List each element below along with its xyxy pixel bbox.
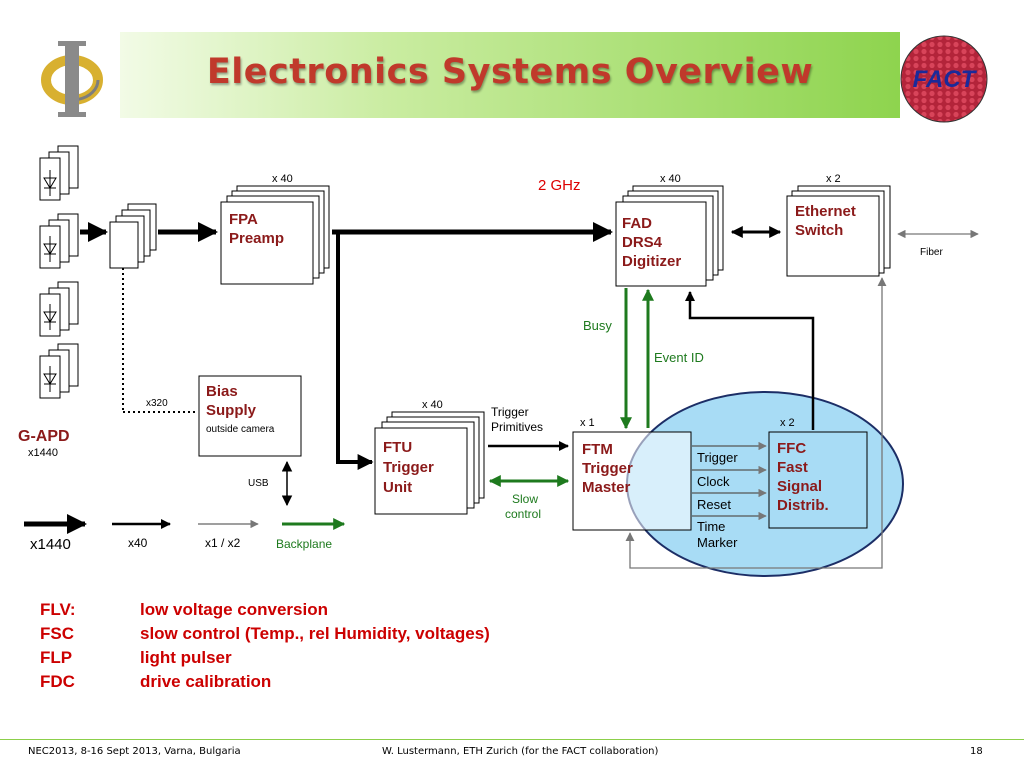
note-row: FLP light pulser — [40, 646, 490, 670]
signal-reset: Reset — [697, 497, 731, 512]
gapd-stack-3 — [39, 281, 79, 337]
note-text: light pulser — [140, 648, 232, 667]
note-abbr: FLV: — [40, 600, 76, 619]
ftu-title: FTU — [383, 439, 412, 456]
ftm-multiplicity: x 1 — [580, 417, 595, 429]
footer-author: W. Lustermann, ETH Zurich (for the FACT … — [382, 746, 659, 757]
ftu-box: FTU Trigger Unit — [374, 411, 485, 515]
bias-title: Bias — [206, 383, 238, 400]
bias-multiplicity: x320 — [146, 398, 168, 409]
note-row: FLV: low voltage conversion — [40, 598, 490, 622]
footer-conference: NEC2013, 8-16 Sept 2013, Varna, Bulgaria — [28, 746, 241, 757]
signal-time: Time — [697, 519, 725, 534]
fad-title: FAD — [622, 215, 652, 232]
fpa-box: FPA Preamp — [220, 185, 330, 285]
ffc-distrib: Distrib. — [777, 497, 829, 514]
slow-control-label-1: Slow — [512, 492, 538, 506]
fact-logo-text: FACT — [913, 66, 978, 93]
fact-logo: FACT — [900, 35, 988, 123]
note-row: FSC slow control (Temp., rel Humidity, vo… — [40, 622, 490, 646]
note-abbr: FDC — [40, 672, 75, 691]
ethernet-subtitle: Switch — [795, 222, 843, 239]
fad-chip: DRS4 — [622, 234, 663, 251]
fpa-to-ftu-arrow — [336, 232, 374, 470]
ftu-trigger: Trigger — [383, 459, 434, 476]
ftm-trigger: Trigger — [582, 460, 633, 477]
legend-label-x1440: x1440 — [30, 536, 71, 553]
ftm-box: FTM Trigger Master — [572, 431, 692, 531]
note-abbr: FSC — [40, 624, 74, 643]
title-banner — [120, 32, 900, 118]
ffc-title: FFC — [777, 440, 806, 457]
ftu-unit: Unit — [383, 479, 412, 496]
ethernet-to-ftm-link — [625, 277, 887, 569]
fpa-title: FPA — [229, 211, 258, 228]
cable-bundle-stack — [109, 203, 157, 269]
gapd-stack-1 — [39, 145, 79, 201]
note-text: drive calibration — [140, 672, 272, 691]
fad-multiplicity: x 40 — [660, 173, 681, 185]
legend-label-backplane: Backplane — [276, 537, 332, 551]
bias-location: outside camera — [206, 424, 275, 435]
gapd-label: G-APD — [18, 428, 70, 445]
electronics-diagram: G-APD x1440 FPA Preamp x 40 2 GHz FAD DR… — [18, 145, 979, 577]
legend: x1440 x40 x1 / x2 Backplane — [24, 514, 346, 553]
bias-subtitle: Supply — [206, 402, 257, 419]
busy-label: Busy — [583, 318, 612, 333]
legend-label-x1x2: x1 / x2 — [205, 536, 241, 550]
legend-label-x40: x40 — [128, 536, 148, 550]
signal-marker: Marker — [697, 535, 738, 550]
signal-trigger: Trigger — [697, 450, 738, 465]
ethernet-multiplicity: x 2 — [826, 173, 841, 185]
gapd-stack-4 — [39, 343, 79, 399]
usb-label: USB — [248, 478, 269, 489]
slide-title: Electronics Systems Overview — [206, 52, 814, 92]
ftu-multiplicity: x 40 — [422, 399, 443, 411]
ftm-title: FTM — [582, 441, 613, 458]
ethernet-title: Ethernet — [795, 203, 856, 220]
ftm-master: Master — [582, 479, 631, 496]
trigger-primitives-label-2: Primitives — [491, 420, 543, 434]
fiber-label: Fiber — [920, 247, 943, 258]
bias-supply-box: Bias Supply outside camera — [198, 375, 302, 457]
signal-clock: Clock — [697, 474, 730, 489]
page-number: 18 — [970, 746, 983, 757]
gapd-count: x1440 — [28, 447, 58, 459]
note-row: FDC drive calibration — [40, 670, 490, 694]
ethernet-switch-box: Ethernet Switch — [786, 185, 891, 277]
fad-box: FAD DRS4 Digitizer — [615, 185, 724, 287]
slow-control-label-2: control — [505, 507, 541, 521]
sampling-frequency: 2 GHz — [538, 177, 581, 194]
ffc-multiplicity: x 2 — [780, 417, 795, 429]
ffc-fast: Fast — [777, 459, 808, 476]
note-abbr: FLP — [40, 648, 73, 667]
footer-divider — [0, 739, 1024, 740]
trigger-primitives-label-1: Trigger — [491, 405, 529, 419]
fpa-subtitle: Preamp — [229, 230, 284, 247]
abbreviation-notes: FLV: low voltage conversion FSC slow contr… — [40, 598, 490, 694]
ffc-signal: Signal — [777, 478, 822, 495]
note-text: slow control (Temp., rel Humidity, volta… — [140, 624, 490, 643]
event-id-label: Event ID — [654, 350, 704, 365]
fad-subtitle: Digitizer — [622, 253, 681, 270]
phi-logo — [41, 41, 103, 117]
fpa-multiplicity: x 40 — [272, 173, 293, 185]
gapd-stack-2 — [39, 213, 79, 269]
note-text: low voltage conversion — [140, 600, 328, 619]
